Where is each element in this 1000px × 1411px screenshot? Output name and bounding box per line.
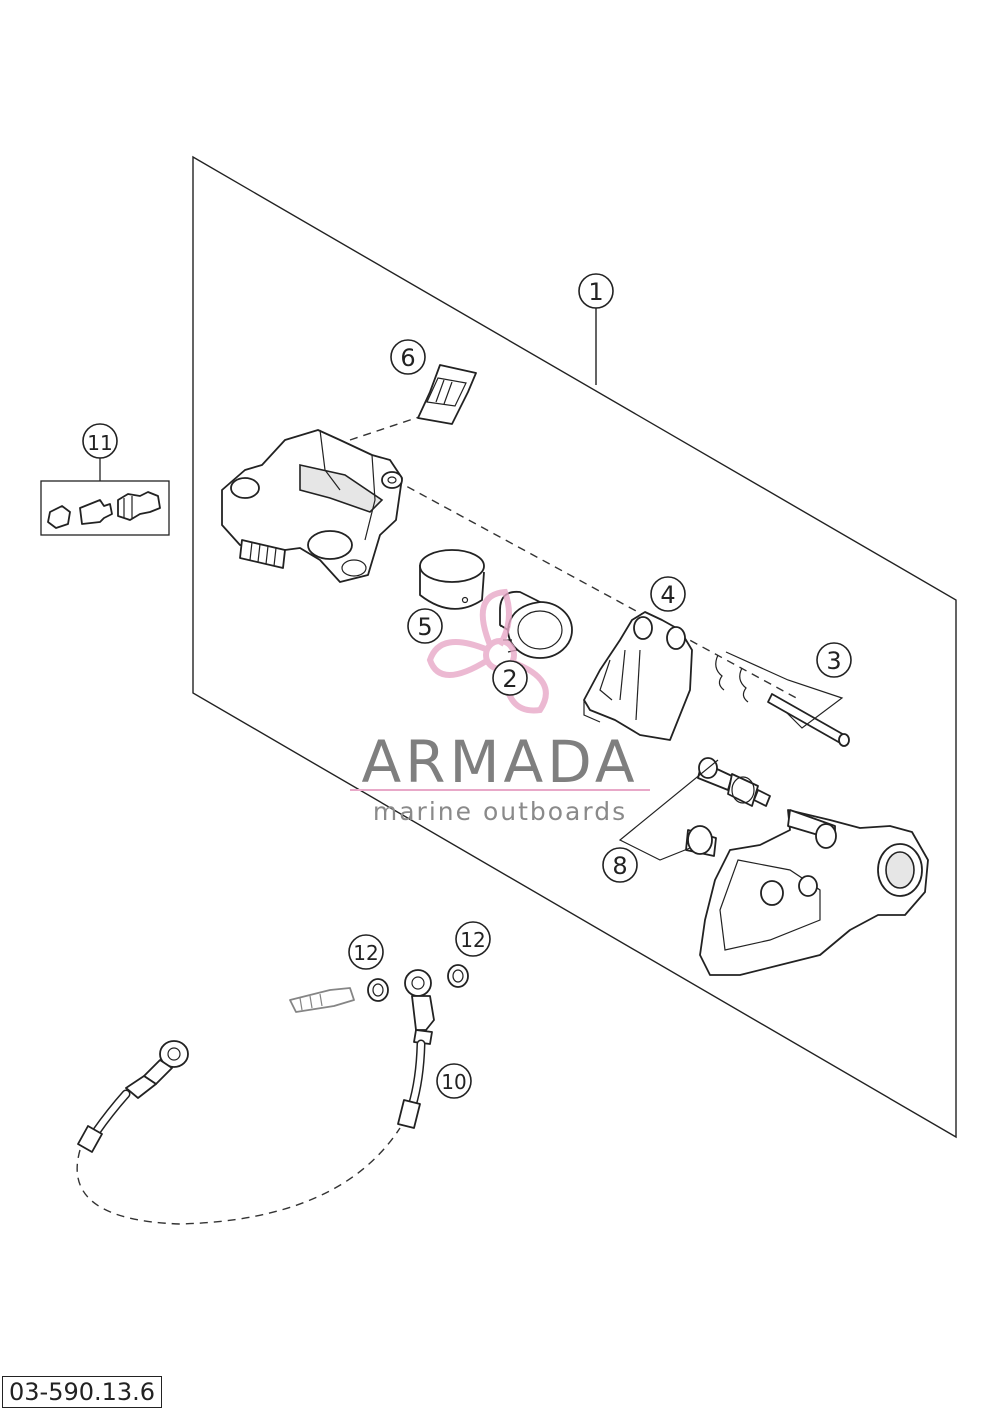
bleeder-set-part [47, 491, 161, 529]
svg-text:10: 10 [441, 1070, 466, 1094]
alignment-line-pad-spring [349, 409, 441, 441]
callout-10: 10 [436, 1063, 472, 1099]
svg-text:12: 12 [353, 941, 378, 965]
caliper-body-part [221, 429, 403, 583]
svg-text:2: 2 [502, 665, 517, 693]
callout-8: 8 [602, 847, 638, 883]
svg-text:11: 11 [87, 431, 112, 455]
washer-part-a [367, 978, 389, 1002]
callout-3: 3 [816, 642, 852, 678]
callout-2: 2 [492, 660, 528, 696]
callout-12a: 12 [348, 934, 384, 970]
svg-text:4: 4 [660, 581, 675, 609]
alignment-line-axis [394, 479, 801, 701]
assembly-frame [192, 155, 957, 1139]
svg-text:12: 12 [460, 928, 485, 952]
svg-text:1: 1 [588, 278, 603, 306]
banjo-bolt-part [289, 987, 355, 1013]
brake-pads-part [583, 611, 693, 741]
pad-pin-part [715, 651, 850, 747]
drawing-number-label: 03-590.13.6 [2, 1376, 163, 1408]
brake-hose-part [76, 969, 435, 1225]
callout-6: 6 [390, 339, 426, 375]
watermark-title: ARMADA [361, 728, 638, 796]
caliper-bracket-part [699, 809, 929, 976]
pad-spring-part [417, 364, 477, 425]
callout-4: 4 [650, 576, 686, 612]
watermark-subtitle: marine outboards [373, 797, 627, 826]
svg-text:6: 6 [400, 344, 415, 372]
svg-text:3: 3 [826, 647, 841, 675]
callout-1: 1 [578, 273, 614, 309]
svg-text:8: 8 [612, 852, 627, 880]
watermark-logo [426, 588, 549, 714]
callout-11: 11 [82, 423, 118, 459]
callout-12b: 12 [455, 921, 491, 957]
slide-pin-part [618, 757, 771, 861]
callout-5: 5 [407, 608, 443, 644]
piston-part [419, 549, 485, 610]
svg-text:5: 5 [417, 613, 432, 641]
washer-part-b [447, 964, 469, 988]
